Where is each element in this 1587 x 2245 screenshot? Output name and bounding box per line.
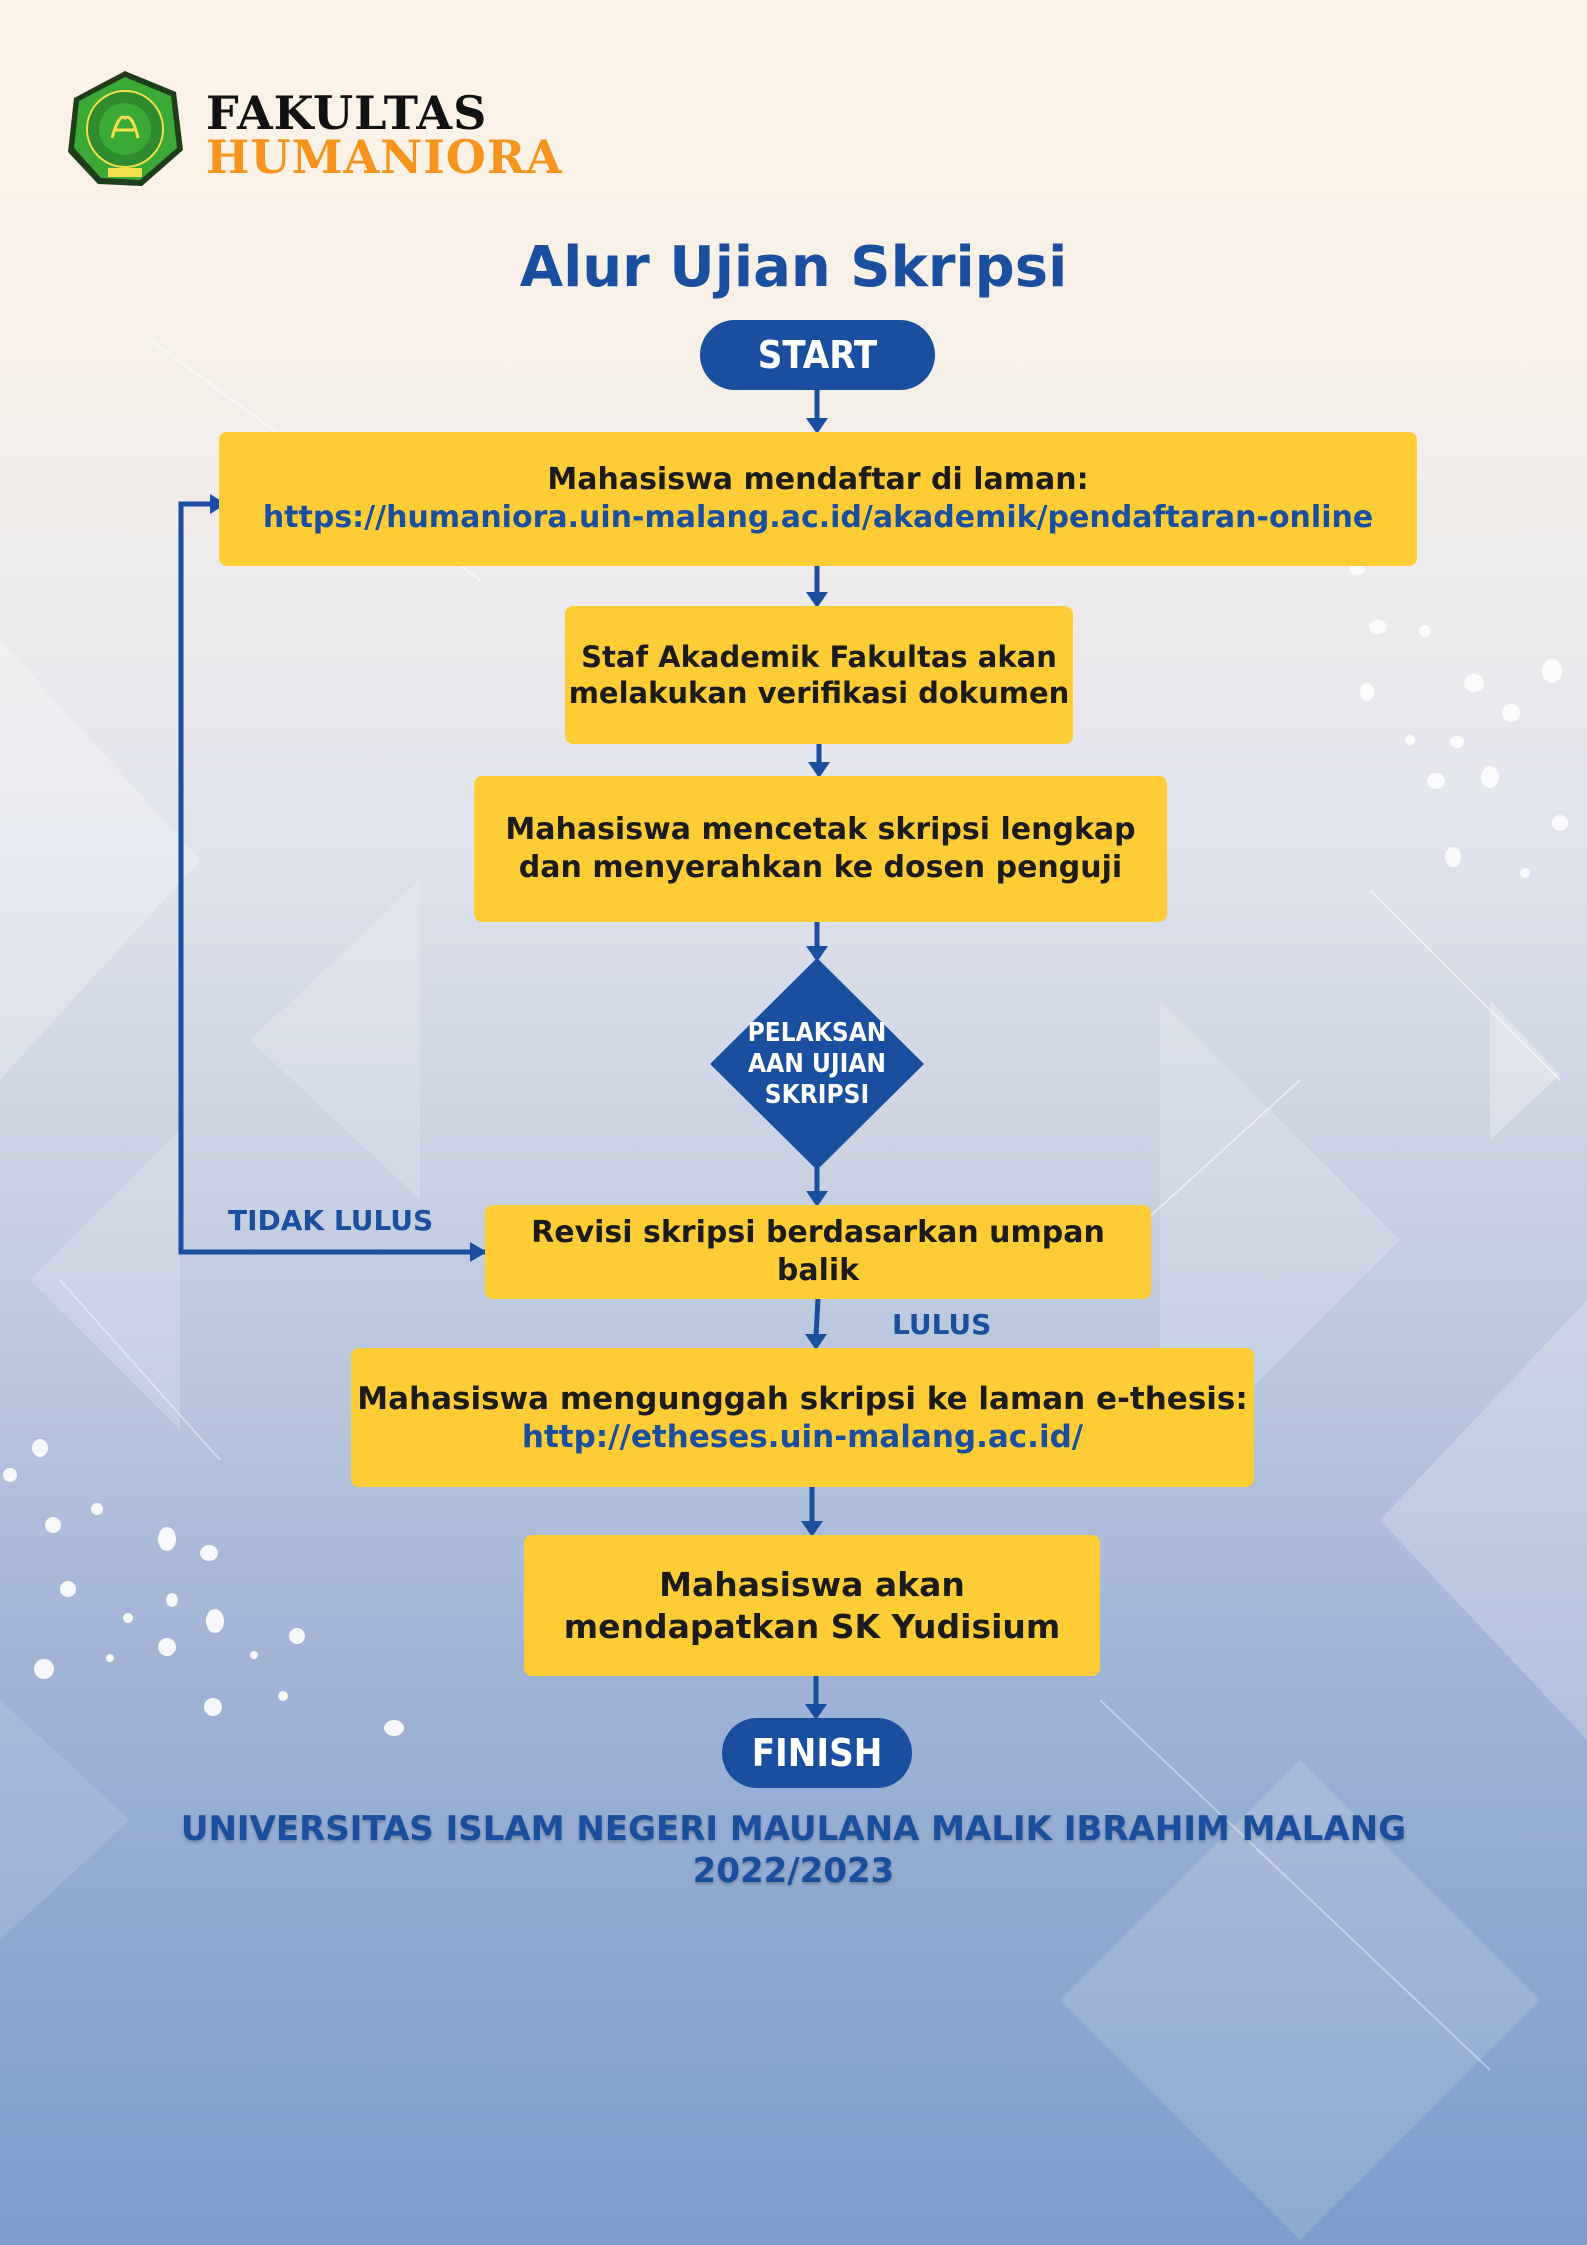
decision-line3: SKRIPSI [764, 1079, 870, 1110]
step-verification-line1: Staf Akademik Fakultas akan [581, 640, 1057, 674]
step-print-line2: dan menyerahkan ke dosen penguji [518, 850, 1123, 885]
step-revision: Revisi skripsi berdasarkan umpan balik [485, 1205, 1151, 1299]
step-print-submit: Mahasiswa mencetak skripsi lengkap dan m… [474, 776, 1167, 922]
step-revision-text: Revisi skripsi berdasarkan umpan balik [531, 1215, 1105, 1288]
step-register: Mahasiswa mendaftar di laman: https://hu… [219, 432, 1417, 566]
step-register-text: Mahasiswa mendaftar di laman: [547, 462, 1089, 497]
finish-terminal: FINISH [722, 1718, 912, 1788]
decision-diamond [710, 958, 924, 1170]
footer: UNIVERSITAS ISLAM NEGERI MAULANA MALIK I… [0, 1808, 1587, 1892]
faculty-name-line2: HUMANIORA [206, 130, 563, 184]
university-logo [68, 71, 183, 186]
start-terminal: START [700, 320, 935, 390]
pass-label: LULUS [892, 1308, 992, 1341]
step-print-line1: Mahasiswa mencetak skripsi lengkap [505, 812, 1136, 847]
footer-university: UNIVERSITAS ISLAM NEGERI MAULANA MALIK I… [180, 1809, 1407, 1849]
faculty-name-line1: FAKULTAS [206, 86, 488, 140]
decision-line2: AAN UJIAN [747, 1048, 886, 1079]
step-verification: Staf Akademik Fakultas akan melakukan ve… [565, 606, 1073, 744]
decision-label: PELAKSAN AAN UJIAN SKRIPSI [712, 1008, 922, 1120]
step-yudisium-line1: Mahasiswa akan [659, 1564, 965, 1604]
registration-link[interactable]: https://humaniora.uin-malang.ac.id/akade… [262, 500, 1374, 535]
step-upload-text: Mahasiswa mengunggah skripsi ke laman e-… [357, 1380, 1248, 1417]
step-verification-line2: melakukan verifikasi dokumen [568, 676, 1070, 710]
step-upload: Mahasiswa mengunggah skripsi ke laman e-… [351, 1348, 1254, 1487]
etheses-link[interactable]: http://etheses.uin-malang.ac.id/ [521, 1418, 1084, 1455]
fail-label: TIDAK LULUS [228, 1204, 434, 1237]
footer-year: 2022/2023 [692, 1851, 895, 1891]
step-yudisium-line2: mendapatkan SK Yudisium [563, 1606, 1061, 1646]
page-title: Alur Ujian Skripsi [519, 235, 1068, 300]
decision-line1: PELAKSAN [747, 1017, 887, 1048]
step-yudisium: Mahasiswa akan mendapatkan SK Yudisium [524, 1535, 1100, 1676]
